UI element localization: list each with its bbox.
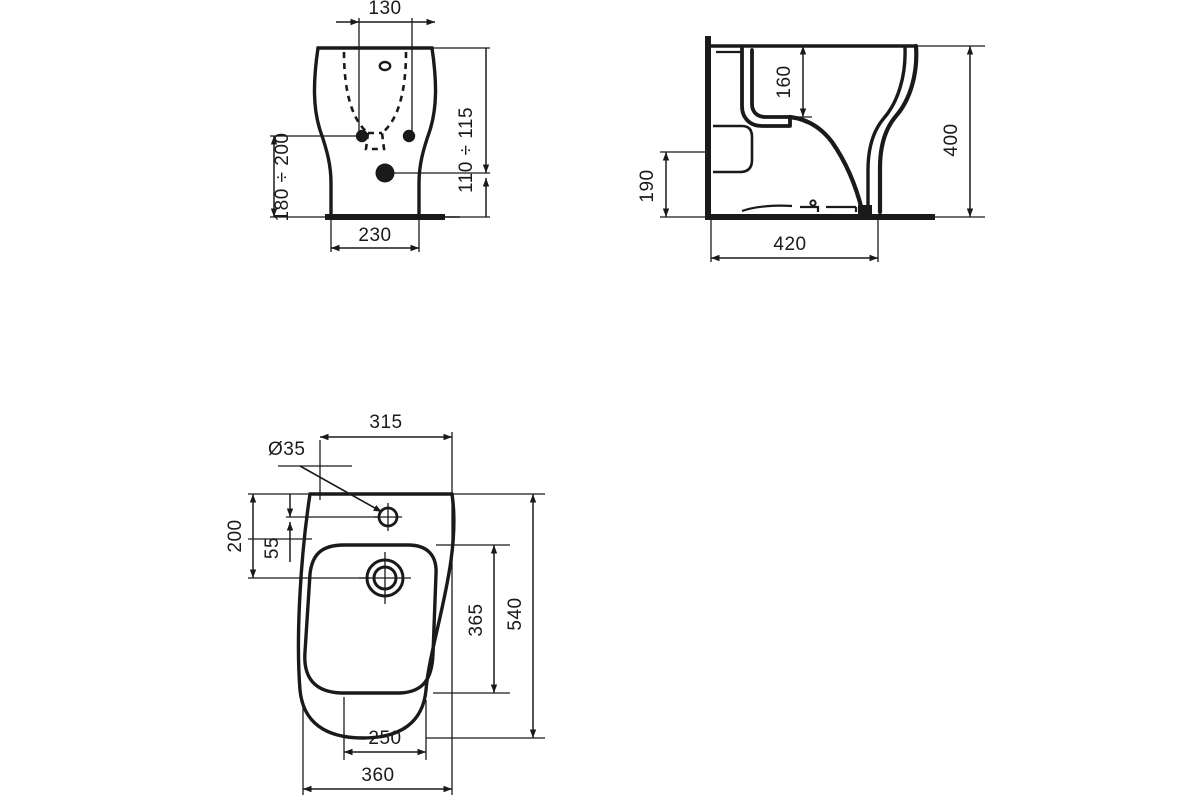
dimension-label-side-420: 420 (773, 234, 806, 255)
side-view-outer-profile-right (877, 43, 919, 215)
side-view-floor-line (705, 214, 935, 220)
dimension-front-130: 130 (336, 0, 435, 26)
dimension-side-400: 400 (941, 46, 974, 217)
dimension-plan-540: 540 (505, 494, 537, 738)
dimension-side-190: 190 (637, 152, 670, 217)
plan-view-outer-outline (296, 492, 456, 740)
dimension-plan-360: 360 (303, 765, 452, 793)
front-view-overflow-slot (378, 60, 392, 72)
dimension-label-plan-250: 250 (368, 728, 401, 749)
side-view-base-details (741, 204, 858, 213)
front-view-hidden-outlet (364, 132, 386, 151)
dimension-label-front-110-115: 110 ÷ 115 (456, 107, 477, 193)
plan-view-extension-lines (248, 432, 545, 795)
dimension-label-plan-200: 200 (225, 519, 246, 552)
side-view-inner-profile-right (866, 46, 907, 214)
front-view-outline (312, 46, 438, 219)
plan-view: 315 Ø35 200 55 540 365 (225, 412, 545, 795)
dimension-side-420: 420 (711, 234, 878, 262)
dimension-side-160: 160 (774, 46, 807, 117)
dimension-label-plan-315: 315 (369, 412, 402, 433)
dimension-plan-250: 250 (344, 728, 426, 756)
dimension-plan-200: 200 (225, 494, 257, 578)
front-view-fixing-point-right (402, 129, 416, 143)
dimension-label-plan-55: 55 (262, 537, 283, 559)
dimension-plan-dia35: Ø35 (268, 439, 383, 513)
side-view-pedestal-sweep (787, 114, 865, 213)
front-view: 130 110 ÷ 115 180 ÷ 200 230 (270, 0, 490, 252)
dimension-label-plan-540: 540 (505, 597, 526, 630)
dimension-front-230: 230 (331, 225, 419, 252)
front-view-extension-lines (270, 18, 490, 252)
dimension-label-plan-dia35: Ø35 (268, 439, 305, 460)
dimension-label-side-160: 160 (774, 65, 795, 98)
side-view-rim-fold (740, 46, 792, 128)
side-view-wall-bracket (713, 124, 754, 174)
dimension-front-180-200: 180 ÷ 200 (270, 133, 293, 222)
side-view-wall-line (705, 36, 711, 218)
plan-view-bowl-rim (303, 543, 438, 695)
dimension-plan-55: 55 (262, 494, 294, 562)
side-view-drain-marker (809, 199, 817, 207)
dimension-front-110-115: 110 ÷ 115 (456, 48, 490, 217)
dimension-label-plan-365: 365 (466, 603, 487, 636)
dimension-label-front-130: 130 (368, 0, 401, 19)
dimension-plan-315: 315 (320, 412, 452, 441)
front-view-hidden-bowl (342, 51, 408, 135)
dimension-label-side-400: 400 (941, 123, 962, 156)
dimension-plan-365: 365 (466, 545, 498, 693)
dimension-label-front-180-200: 180 ÷ 200 (272, 133, 293, 222)
dimension-label-plan-360: 360 (361, 765, 394, 786)
dimension-label-front-230: 230 (358, 225, 391, 246)
side-view: 160 400 190 420 (637, 36, 985, 262)
side-view-foot-block (858, 205, 872, 214)
dimension-label-side-190: 190 (637, 169, 658, 202)
